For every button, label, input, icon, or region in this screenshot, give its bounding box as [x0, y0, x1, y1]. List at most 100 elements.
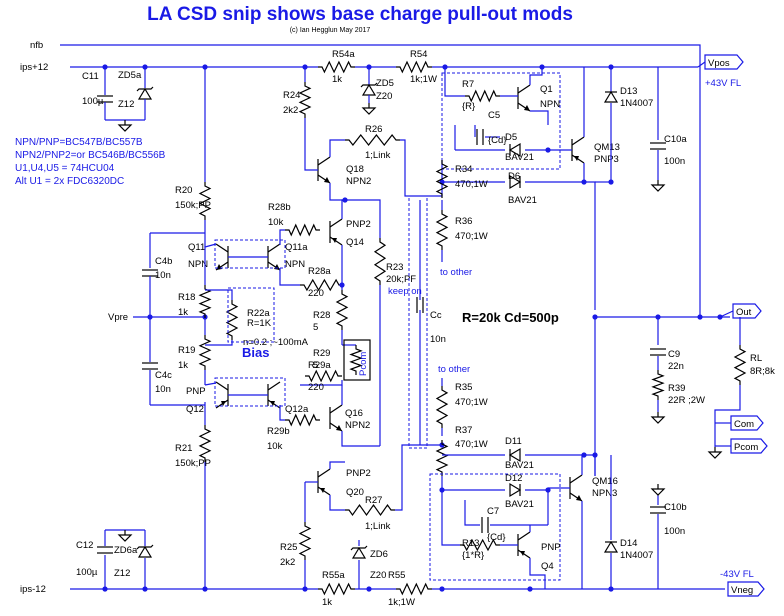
component-ref: PNP	[541, 542, 561, 553]
wire	[279, 229, 285, 245]
diode-body	[509, 482, 522, 498]
component-value: NPN2	[345, 420, 370, 431]
component-ref: R55	[388, 570, 405, 581]
com-port-label: Com	[734, 419, 754, 430]
component-value: 5	[313, 360, 318, 371]
component-value: 1k	[332, 74, 342, 85]
component-line	[435, 160, 449, 198]
component-value: BAV21	[505, 499, 534, 510]
component-line	[345, 134, 400, 146]
component-value: 1N4007	[620, 98, 653, 109]
wire	[205, 289, 233, 300]
bias-label: Bias	[242, 345, 269, 360]
q12-thermal-pair	[214, 377, 286, 407]
component-value: 150k;PP	[175, 200, 211, 211]
ips-pos-label: ips+12	[20, 62, 48, 73]
notes-block: NPN/PNP=BC547B/BC557B NPN2/PNP2=or BC546B…	[15, 137, 559, 360]
component-value: 220	[308, 288, 324, 299]
vpre-label: Vpre	[108, 312, 128, 323]
component-value: {1*R}	[462, 550, 484, 561]
wire	[529, 67, 543, 85]
component-value: 100n	[664, 156, 685, 167]
component-ref: R24	[283, 90, 300, 101]
out-port	[732, 303, 762, 319]
component-line	[305, 369, 342, 383]
component-value: R=1K	[247, 318, 272, 329]
emitter-arrow	[336, 425, 342, 431]
junction-dot	[439, 586, 445, 592]
component-line	[733, 345, 747, 385]
component-ref: R55a	[322, 570, 345, 581]
diode-body	[508, 142, 521, 158]
component-ref: D6	[508, 171, 520, 182]
component-value: BAV21	[505, 152, 534, 163]
pcom-port-label: Pcom	[734, 442, 758, 453]
transistor-note: Alt U1 = 2x FDC6320DC	[15, 176, 124, 187]
component-ref: R25	[280, 542, 297, 553]
component-ref: Q16	[345, 408, 363, 419]
cc-value: 10n	[430, 334, 446, 345]
component-ref: R28a	[308, 266, 331, 277]
transistor-note: NPN2/PNP2=or BC546B/BC556B	[15, 150, 166, 161]
component-ref: PNP2	[346, 219, 371, 230]
zener-body	[361, 83, 377, 96]
wire	[204, 382, 217, 386]
component-ref: R28b	[268, 202, 291, 213]
to-other-top-label: to other	[440, 267, 472, 278]
component-ref: C4c	[155, 370, 172, 381]
component-value: Z12	[118, 99, 134, 110]
component-value: 1k;1W	[410, 74, 437, 85]
component-line	[267, 399, 281, 409]
component-value: 1;Link	[365, 150, 391, 161]
junction-dot	[366, 586, 372, 592]
component-line	[569, 474, 583, 484]
wire	[697, 61, 706, 68]
component-line	[198, 425, 212, 462]
component-value: 2k2	[283, 105, 298, 116]
component-value: {Cd}	[488, 135, 507, 146]
upper-output: R7{R}Q1NPNC5{Cd}D5BAV21QM13PNP3D6BAV21R3…	[435, 67, 687, 310]
wire	[329, 461, 345, 469]
copyright-subtitle: (c) Ian Hegglun May 2017	[290, 27, 371, 34]
component-ref: R23	[386, 262, 403, 273]
emitter-arrow	[320, 488, 325, 493]
component-line	[329, 218, 343, 228]
diode-body	[603, 540, 619, 553]
component-line	[317, 156, 331, 166]
component-value: 1k	[322, 597, 332, 608]
component-ref: ZD5	[376, 78, 394, 89]
ground-symbol	[650, 416, 666, 424]
component-ref: Q18	[346, 164, 364, 175]
component-value: 1k	[178, 360, 188, 371]
wire	[329, 139, 345, 157]
emitter-arrow	[270, 401, 275, 406]
component-value: 22n	[668, 361, 684, 372]
wire	[60, 44, 701, 58]
component-ref: R26	[365, 124, 382, 135]
component-ref: C10b	[664, 502, 687, 513]
component-value: 470;1W	[455, 397, 488, 408]
wire	[304, 160, 318, 171]
wire	[714, 385, 741, 447]
ground-symbol	[707, 451, 723, 459]
vpos-rail-label: +43V FL	[705, 78, 741, 89]
component-ref: D13	[620, 86, 637, 97]
component-line	[435, 440, 449, 476]
wire	[204, 243, 217, 282]
out-port-label: Out	[736, 307, 752, 318]
component-ref: C4b	[155, 256, 172, 267]
upper-baker-clamp-box	[441, 72, 561, 170]
component-ref: QM16	[592, 476, 618, 487]
ground-symbol	[361, 107, 377, 115]
component-line	[298, 82, 312, 118]
component-value: 10n	[155, 384, 171, 395]
component-line	[651, 370, 665, 400]
component-value: 100µ	[82, 96, 104, 107]
vpos-port-label: Vpos	[708, 58, 730, 69]
transistor-note: NPN/PNP=BC547B/BC557B	[15, 137, 143, 148]
emitter-arrow	[576, 495, 582, 501]
component-value: NPN3	[592, 488, 617, 499]
q20-ref: Q20	[346, 487, 364, 498]
